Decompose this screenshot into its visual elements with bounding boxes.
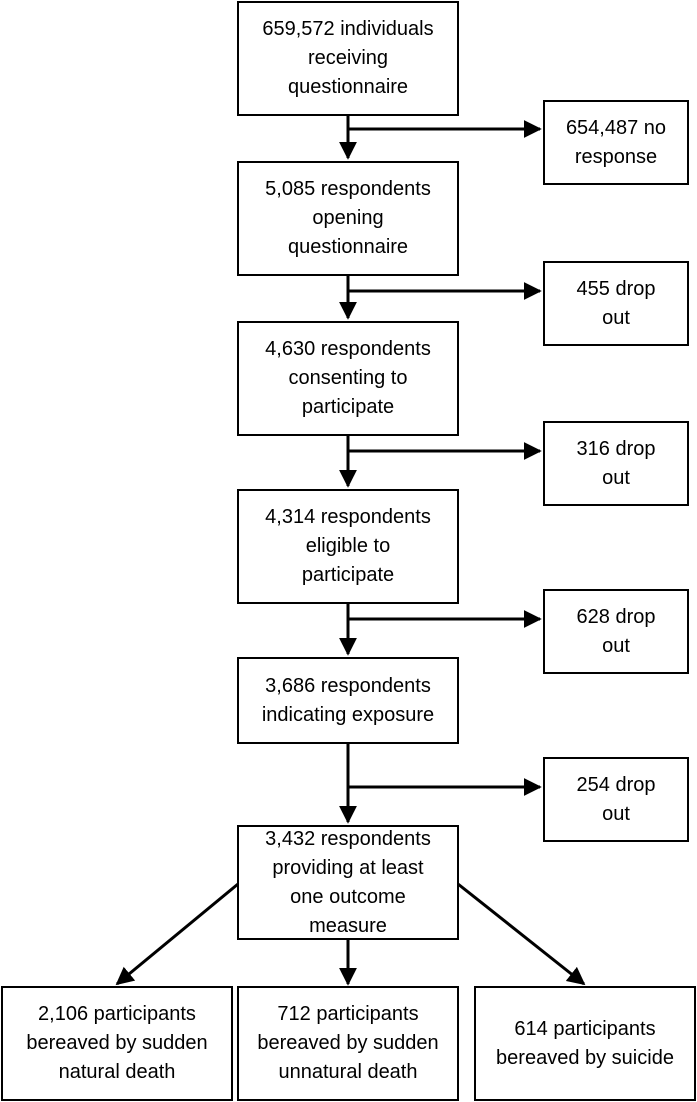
exclusion-box-5-text: 254 drop out [576,773,656,825]
step-box-5-text: 3,686 respondents indicating exposure [261,674,435,726]
group-box-suicide-text: 614 participants bereaved by suicide [496,1017,674,1069]
exclusion-box-5: 254 drop out [543,757,689,842]
group-box-natural-death-text: 2,106 participants bereaved by sudden na… [26,1003,208,1083]
exclusion-box-2: 455 drop out [543,261,689,346]
step-box-6: 3,432 respondents providing at least one… [237,825,459,940]
group-box-suicide: 614 participants bereaved by suicide [474,986,696,1101]
exclusion-box-3: 316 drop out [543,421,689,506]
step-box-3: 4,630 respondents consenting to particip… [237,321,459,436]
step-box-5: 3,686 respondents indicating exposure [237,657,459,744]
step-box-4-text: 4,314 respondents eligible to participat… [265,506,431,586]
group-box-unnatural-death-text: 712 participants bereaved by sudden unna… [257,1003,439,1083]
step-box-3-text: 4,630 respondents consenting to particip… [265,338,431,418]
step-box-1-text: 659,572 individuals receiving questionna… [262,18,434,98]
exclusion-box-1-text: 654,487 no response [565,116,667,168]
step-box-2-text: 5,085 respondents opening questionnaire [265,178,431,258]
exclusion-box-3-text: 316 drop out [576,437,656,489]
group-box-unnatural-death: 712 participants bereaved by sudden unna… [237,986,459,1101]
arrow-to-group-1 [115,882,239,986]
step-box-4: 4,314 respondents eligible to participat… [237,489,459,604]
step-box-6-text: 3,432 respondents providing at least one… [265,827,431,937]
arrow-to-group-3 [457,882,586,986]
step-box-2: 5,085 respondents opening questionnaire [237,161,459,276]
exclusion-box-2-text: 455 drop out [576,277,656,329]
exclusion-box-4: 628 drop out [543,589,689,674]
step-box-1: 659,572 individuals receiving questionna… [237,1,459,116]
group-box-natural-death: 2,106 participants bereaved by sudden na… [1,986,233,1101]
exclusion-box-4-text: 628 drop out [576,605,656,657]
exclusion-box-1: 654,487 no response [543,100,689,185]
